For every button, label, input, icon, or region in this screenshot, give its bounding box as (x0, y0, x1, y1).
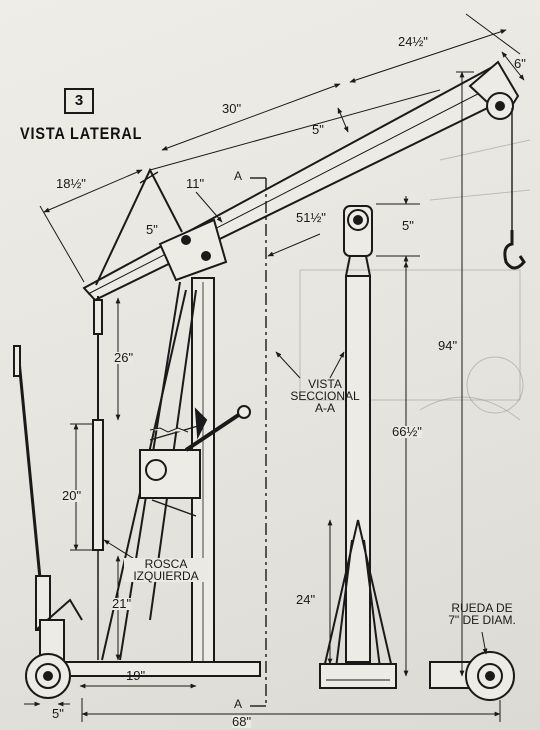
figure-number: 3 (64, 88, 94, 114)
hook (503, 230, 526, 270)
base-beam (61, 661, 261, 677)
dim-boom-depth: 5" (312, 122, 324, 137)
dim-lower-link: 21" (112, 596, 132, 611)
section-mark-bottom: A (234, 697, 243, 711)
dim-mast-height: 66½" (392, 424, 422, 439)
left-thread-line2: IZQUIERDA (133, 569, 199, 583)
dim-pivot-block: 5" (146, 222, 158, 237)
left-wheel (25, 619, 71, 699)
dim-mast-cap: 5" (402, 218, 414, 233)
section-line (250, 177, 267, 707)
dim-base-offset: 19" (126, 668, 146, 683)
section-view-line1: VISTA (308, 377, 342, 391)
dim-wheel-offset: 5" (52, 706, 64, 721)
left-thread-label: ROSCA IZQUIERDA (124, 558, 208, 582)
operating-handle (13, 345, 83, 631)
dim-base-length: 68" (232, 714, 252, 729)
lift-rod (92, 296, 104, 660)
background-artwork (299, 139, 531, 421)
section-view-line3: A-A (314, 401, 335, 415)
dim-mast-top-height: 51½" (296, 210, 326, 225)
section-view-mast (319, 205, 397, 689)
boom-tip-pulley (468, 60, 520, 230)
right-wheel (429, 651, 515, 701)
view-title: VISTA LATERAL (20, 124, 143, 143)
winch (139, 405, 251, 517)
dim-turnbuckle: 20" (62, 488, 82, 503)
wheel-line2: 7" DE DIAM. (448, 613, 516, 627)
dim-boom-tip-length: 24½" (398, 34, 428, 49)
section-view-label: VISTA SECCIONAL A-A (282, 378, 368, 414)
left-thread-line1: ROSCA (144, 557, 188, 571)
dim-leg-spread: 24" (296, 592, 316, 607)
pivot-block (158, 218, 228, 282)
wheel-label: RUEDA DE 7" DE DIAM. (432, 602, 532, 626)
dim-upper-link: 26" (114, 350, 134, 365)
wheel-line1: RUEDA DE (451, 601, 513, 615)
dim-tip-height: 6" (514, 56, 526, 71)
section-view-line2: SECCIONAL (290, 389, 360, 403)
dim-brace-length: 18½" (56, 176, 86, 191)
dim-boom-length: 30" (222, 101, 242, 116)
dimension-lines (24, 13, 525, 722)
dim-total-height: 94" (438, 338, 458, 353)
section-mark-top: A (234, 169, 243, 183)
dim-pivot-offset: 11" (186, 176, 205, 191)
